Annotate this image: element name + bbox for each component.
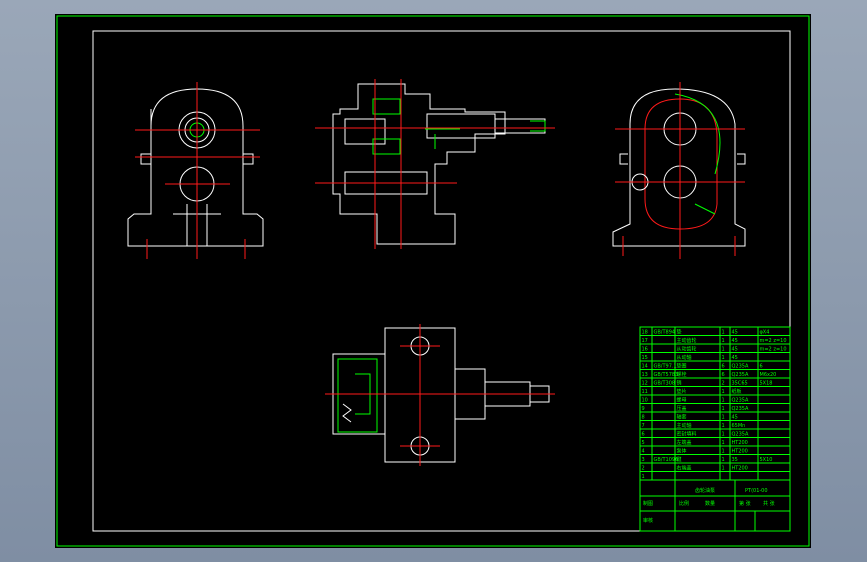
bom-cell-qty: 1 (722, 466, 725, 472)
bom-cell-note: 5X10 (760, 457, 773, 463)
top-section-view (325, 324, 555, 466)
drawing-number: PT(01-00 (745, 488, 768, 494)
bom-cell-no: 13 (642, 372, 648, 378)
bom-cell-no: 7 (642, 423, 645, 429)
outer-frame (56, 15, 810, 547)
bom-cell-note: M6x20 (760, 372, 777, 378)
inner-frame (92, 30, 791, 532)
bom-cell-code: GB/T308 (654, 381, 676, 387)
scale-label: 比例 (679, 500, 689, 507)
bom-cell-mat: 45 (732, 347, 738, 353)
bom-cell-qty: 2 (722, 381, 725, 387)
bom-cell-no: 14 (642, 364, 648, 370)
bom-cell-qty: 1 (722, 406, 725, 412)
bom-cell-name: 垫片 (677, 388, 687, 395)
drawn-label: 制图 (643, 500, 653, 507)
bom-cell-name: 泵体 (677, 448, 687, 455)
bom-cell-mat: Q235A (732, 364, 749, 370)
bom-cell-name: 垫圈 (677, 363, 687, 370)
bom-cell-no: 9 (642, 406, 645, 412)
bom-cell-qty: 6 (722, 372, 725, 378)
bom-cell-note: m=2 z=10 (760, 338, 787, 344)
bom-cell-name: 键 (677, 456, 682, 463)
sheets-label: 共 张 (763, 500, 775, 507)
bom-cell-code: GB/T894 (654, 330, 676, 336)
bom-cell-mat: 65Mn (732, 423, 746, 429)
bom-cell-qty: 1 (722, 347, 725, 353)
bom-cell-no: 18 (642, 330, 648, 336)
bom-cell-mat: Q235A (732, 398, 749, 404)
bom-cell-mat: 45 (732, 415, 738, 421)
checked-label: 审核 (643, 517, 653, 524)
left-side-view (127, 82, 264, 259)
page-label: 第 张 (739, 500, 751, 507)
bom-cell-name: 密封填料 (677, 431, 697, 438)
bom-cell-name: 垫 (677, 329, 682, 336)
bom-cell-name: 从动轴 (677, 354, 692, 361)
bom-cell-qty: 1 (722, 398, 725, 404)
bom-cell-no: 8 (642, 415, 645, 421)
bom-cell-qty: 1 (722, 330, 725, 336)
bom-cell-note: m=2 z=10 (760, 347, 787, 353)
bom-cell-qty: 1 (722, 449, 725, 455)
bom-cell-code: GB/T97.1 (654, 364, 677, 370)
qty-label: 数量 (705, 500, 715, 507)
bom-cell-name: 压盖 (677, 405, 687, 412)
title-block: 齿轮油泵 PT(01-00 制图 审核 比例 数量 第 张 共 张 (639, 479, 791, 532)
bom-cell-code: GB/T1096 (654, 457, 679, 463)
bom-cell-no: 11 (642, 389, 648, 395)
bom-cell-mat: 45 (732, 338, 738, 344)
bom-cell-no: 1 (642, 474, 645, 480)
bom-cell-name: 从动齿轮 (677, 346, 697, 353)
bom-cell-mat: HT200 (732, 466, 748, 472)
bom-cell-name: 主动轴 (677, 422, 692, 429)
bom-cell-qty: 1 (722, 389, 725, 395)
bom-cell-no: 16 (642, 347, 648, 353)
bom-cell-mat: Q235A (732, 406, 749, 412)
bom-cell-no: 3 (642, 457, 645, 463)
bom-cell-qty: 1 (722, 355, 725, 361)
bom-cell-qty: 1 (722, 338, 725, 344)
bom-cell-qty: 1 (722, 432, 725, 438)
bom-cell-name: 销 (677, 380, 682, 387)
bom-cell-qty: 1 (722, 440, 725, 446)
bom-cell-mat: HT200 (732, 449, 748, 455)
bom-cell-mat: HT200 (732, 440, 748, 446)
bom-cell-code: GB/T5783 (654, 372, 679, 378)
bom-cell-mat: 45 (732, 330, 738, 336)
bom-cell-note: 5X18 (760, 381, 773, 387)
bom-cell-mat: 纸板 (732, 388, 742, 395)
bom-cell-name: 轴套 (677, 414, 687, 421)
bom-cell-mat: 35C65 (732, 381, 748, 387)
bom-cell-no: 2 (642, 466, 645, 472)
bom-cell-name: 主动齿轮 (677, 337, 697, 344)
bom-cell-no: 12 (642, 381, 648, 387)
front-section-view (315, 79, 555, 249)
bom-cell-mat: Q235A (732, 372, 749, 378)
bom-cell-no: 6 (642, 432, 645, 438)
bom-cell-note: φX4 (760, 330, 770, 336)
bom-cell-no: 4 (642, 449, 645, 455)
bom-cell-note: 6 (760, 364, 763, 370)
bom-cell-no: 5 (642, 440, 645, 446)
bom-cell-qty: 1 (722, 457, 725, 463)
bom-cell-no: 10 (642, 398, 648, 404)
bom-cell-qty: 1 (722, 415, 725, 421)
bom-cell-name: 螺母 (677, 397, 687, 404)
bom-cell-name: 螺栓 (677, 371, 687, 378)
drawing-title: 齿轮油泵 (695, 487, 715, 494)
bom-cell-mat: Q235A (732, 432, 749, 438)
bom-cell-name: 左端盖 (677, 439, 692, 446)
bom-cell-no: 17 (642, 338, 648, 344)
bom-cell-no: 15 (642, 355, 648, 361)
bom-cell-name: 右端盖 (677, 465, 692, 472)
bom-cell-mat: 45 (732, 355, 738, 361)
bom-cell-qty: 6 (722, 364, 725, 370)
bom-cell-qty: 1 (722, 423, 725, 429)
bom-cell-mat: 35 (732, 457, 738, 463)
right-side-view (612, 82, 746, 259)
